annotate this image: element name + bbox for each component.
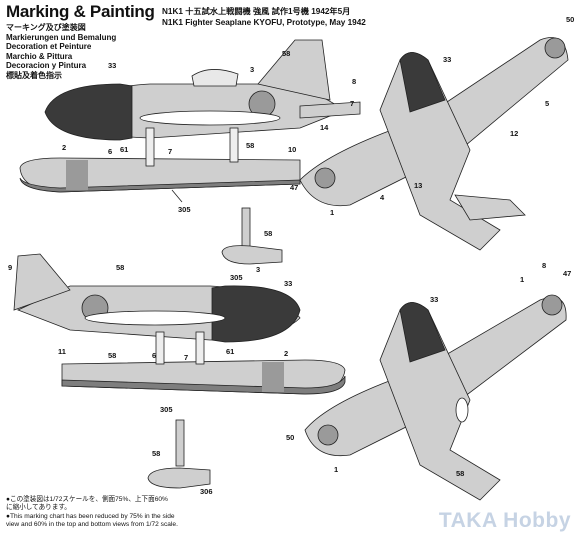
callout-306: 306 — [200, 487, 213, 496]
note-jp-1: ●この塗装図は1/72スケールを、側面75%、上下面60% — [6, 496, 168, 503]
callout-6-a: 6 — [108, 147, 112, 156]
callout-61-a: 61 — [120, 145, 128, 154]
callout-58-b: 58 — [246, 141, 254, 150]
callout-13: 13 — [414, 181, 422, 190]
title-japanese: マーキング及び塗装図 — [6, 23, 86, 32]
title-french: Decoration et Peinture — [6, 42, 92, 52]
page-title: Marking & Painting — [6, 2, 155, 21]
title-spanish: Decoracion y Pintura — [6, 61, 87, 71]
callout-7-b: 7 — [168, 147, 172, 156]
callout-7-c: 7 — [184, 353, 188, 362]
callout-33-b: 33 — [443, 55, 451, 64]
scale-notes: ●この塗装図は1/72スケールを、側面75%、上下面60% に縮小してあります。… — [6, 496, 178, 530]
callout-3-b: 3 — [256, 265, 260, 274]
callout-33-d: 33 — [430, 295, 438, 304]
side-view-right — [13, 253, 346, 395]
float-detail-upper — [221, 207, 283, 265]
callout-5: 5 — [545, 99, 549, 108]
callout-6-b: 6 — [152, 351, 156, 360]
watermark: TAKA Hobby — [438, 509, 571, 532]
callout-12: 12 — [510, 129, 518, 138]
callout-labels: 33 3 58 8 7 14 61 2 6 7 58 10 305 50 33 … — [8, 15, 574, 496]
callout-61-b: 61 — [226, 347, 234, 356]
callout-58-f: 58 — [456, 469, 464, 478]
callout-3-a: 3 — [250, 65, 254, 74]
callout-58-a: 58 — [282, 49, 290, 58]
callout-2-a: 2 — [62, 143, 66, 152]
callout-1-a: 1 — [330, 208, 334, 217]
callout-1-c: 1 — [334, 465, 338, 474]
callout-58-d: 58 — [116, 263, 124, 272]
title-chinese: 標貼及着色指示 — [6, 70, 62, 80]
callout-4: 4 — [380, 193, 385, 202]
callout-58-g: 58 — [152, 449, 160, 458]
callout-1-b: 1 — [520, 275, 524, 284]
callout-9: 9 — [8, 263, 12, 272]
bottom-view — [304, 294, 567, 501]
aircraft-caption: N1K1 十五試水上戦闘機 強風 試作1号機 1942年5月 N1K1 Figh… — [162, 6, 366, 28]
callout-33-a: 33 — [108, 61, 116, 70]
callout-50-a: 50 — [566, 15, 574, 24]
title-german: Markierungen und Bemalung — [6, 32, 117, 42]
callout-2-b: 2 — [284, 349, 288, 358]
top-view — [299, 37, 569, 251]
callout-47-a: 47 — [290, 183, 298, 192]
title-italian: Marchio & Pittura — [6, 51, 73, 61]
callout-8-b: 8 — [542, 261, 546, 270]
side-view-left — [19, 39, 361, 203]
callout-58-c: 58 — [264, 229, 272, 238]
callout-11: 11 — [58, 347, 66, 356]
caption-english: N1K1 Fighter Seaplane KYOFU, Prototype, … — [162, 18, 366, 27]
note-en-2: view and 60% in the top and bottom views… — [6, 521, 178, 529]
caption-japanese: N1K1 十五試水上戦闘機 強風 試作1号機 1942年5月 — [162, 7, 351, 16]
callout-305-a: 305 — [178, 205, 191, 214]
callout-14: 14 — [320, 123, 329, 132]
callout-50-b: 50 — [286, 433, 294, 442]
callout-305-c: 305 — [160, 405, 173, 414]
callout-7-a: 7 — [350, 99, 354, 108]
callout-305-b: 305 — [230, 273, 243, 282]
note-en-1: ●This marking chart has been reduced by … — [6, 512, 175, 520]
callout-8-a: 8 — [352, 77, 356, 86]
float-detail-lower — [147, 419, 211, 489]
note-jp-2: に縮小してあります。 — [6, 504, 71, 512]
callout-33-c: 33 — [284, 279, 292, 288]
callout-58-e: 58 — [108, 351, 116, 360]
callout-10-a: 10 — [288, 145, 296, 154]
title-translations: マーキング及び塗装図 Markierungen und Bemalung Dec… — [6, 23, 116, 81]
callout-47-b: 47 — [563, 269, 571, 278]
